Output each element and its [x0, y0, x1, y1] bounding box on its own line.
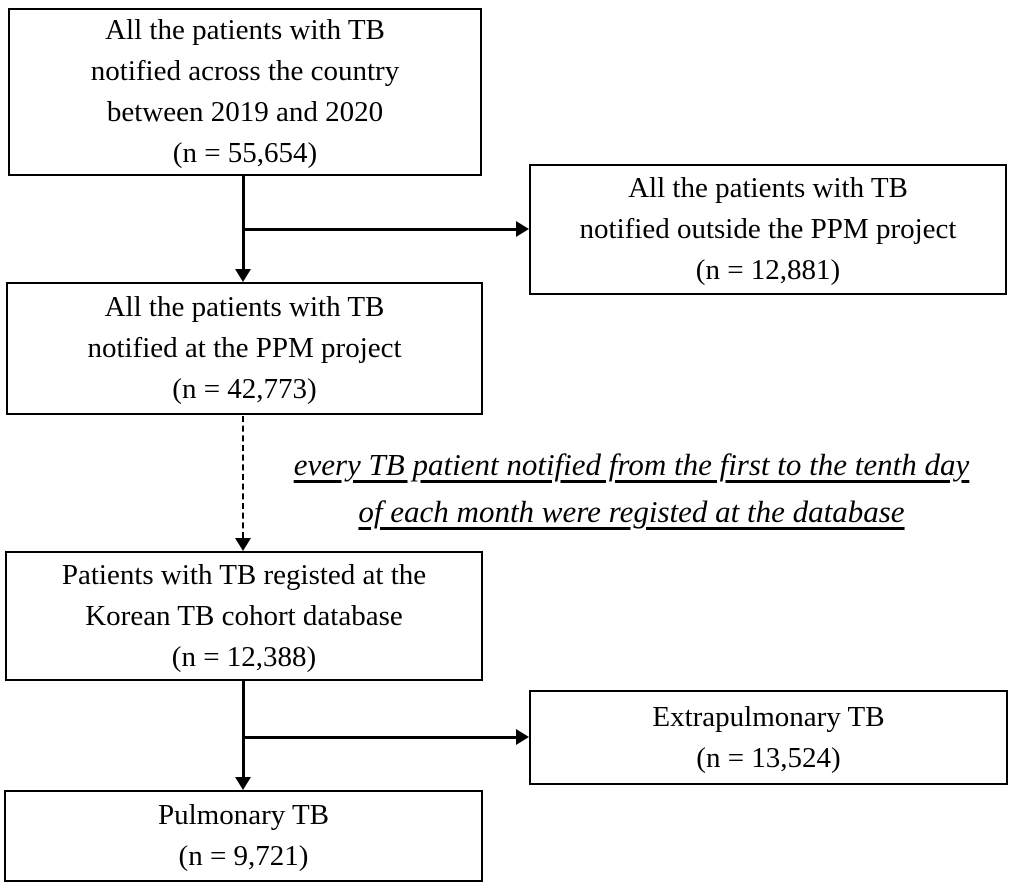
arrow-shaft: [243, 228, 518, 231]
box-n-count: (n = 12,881): [695, 254, 841, 286]
box-tb-outside-ppm: All the patients with TB notified outsid…: [529, 164, 1007, 295]
box-text-line: All the patients with TB: [105, 14, 385, 46]
box-n-count: (n = 55,654): [172, 137, 318, 169]
box-text-line: notified across the country: [90, 55, 400, 87]
arrowhead-right-icon: [516, 729, 529, 745]
arrowhead-down-icon: [235, 538, 251, 551]
box-all-tb-country: All the patients with TB notified across…: [8, 8, 482, 176]
box-n-count: (n = 13,524): [696, 741, 841, 774]
box-text-line: All the patients with TB: [628, 172, 908, 204]
box-n-count: (n = 9,721): [178, 840, 309, 872]
annotation-registration-note: every TB patient notified from the first…: [250, 441, 1013, 535]
box-text-line: All the patients with TB: [104, 291, 385, 323]
arrow-shaft: [243, 736, 518, 739]
arrowhead-down-icon: [235, 269, 251, 282]
box-text-line: between 2019 and 2020: [106, 96, 384, 128]
annotation-line: of each month were registed at the datab…: [358, 494, 905, 529]
box-text-line: notified outside the PPM project: [579, 213, 957, 245]
box-text-line: Patients with TB registed at the: [61, 558, 427, 591]
box-extrapulmonary-tb: Extrapulmonary TB (n = 13,524): [529, 690, 1008, 785]
arrowhead-right-icon: [516, 221, 529, 237]
arrow-shaft: [242, 679, 245, 778]
box-n-count: (n = 12,388): [171, 640, 317, 673]
box-tb-at-ppm: All the patients with TB notified at the…: [6, 282, 483, 415]
box-text-line: Pulmonary TB: [157, 799, 330, 831]
box-text-line: Extrapulmonary TB: [652, 700, 885, 733]
box-text-line: notified at the PPM project: [87, 332, 402, 364]
arrow-shaft: [242, 176, 245, 272]
box-n-count: (n = 42,773): [172, 373, 317, 405]
box-pulmonary-tb: Pulmonary TB (n = 9,721): [4, 790, 483, 882]
annotation-line: every TB patient notified from the first…: [293, 447, 970, 482]
box-tb-cohort-database: Patients with TB registed at the Korean …: [5, 551, 483, 681]
arrowhead-down-icon: [235, 777, 251, 790]
box-text-line: Korean TB cohort database: [85, 599, 403, 632]
dashed-arrow-shaft: [242, 416, 244, 538]
